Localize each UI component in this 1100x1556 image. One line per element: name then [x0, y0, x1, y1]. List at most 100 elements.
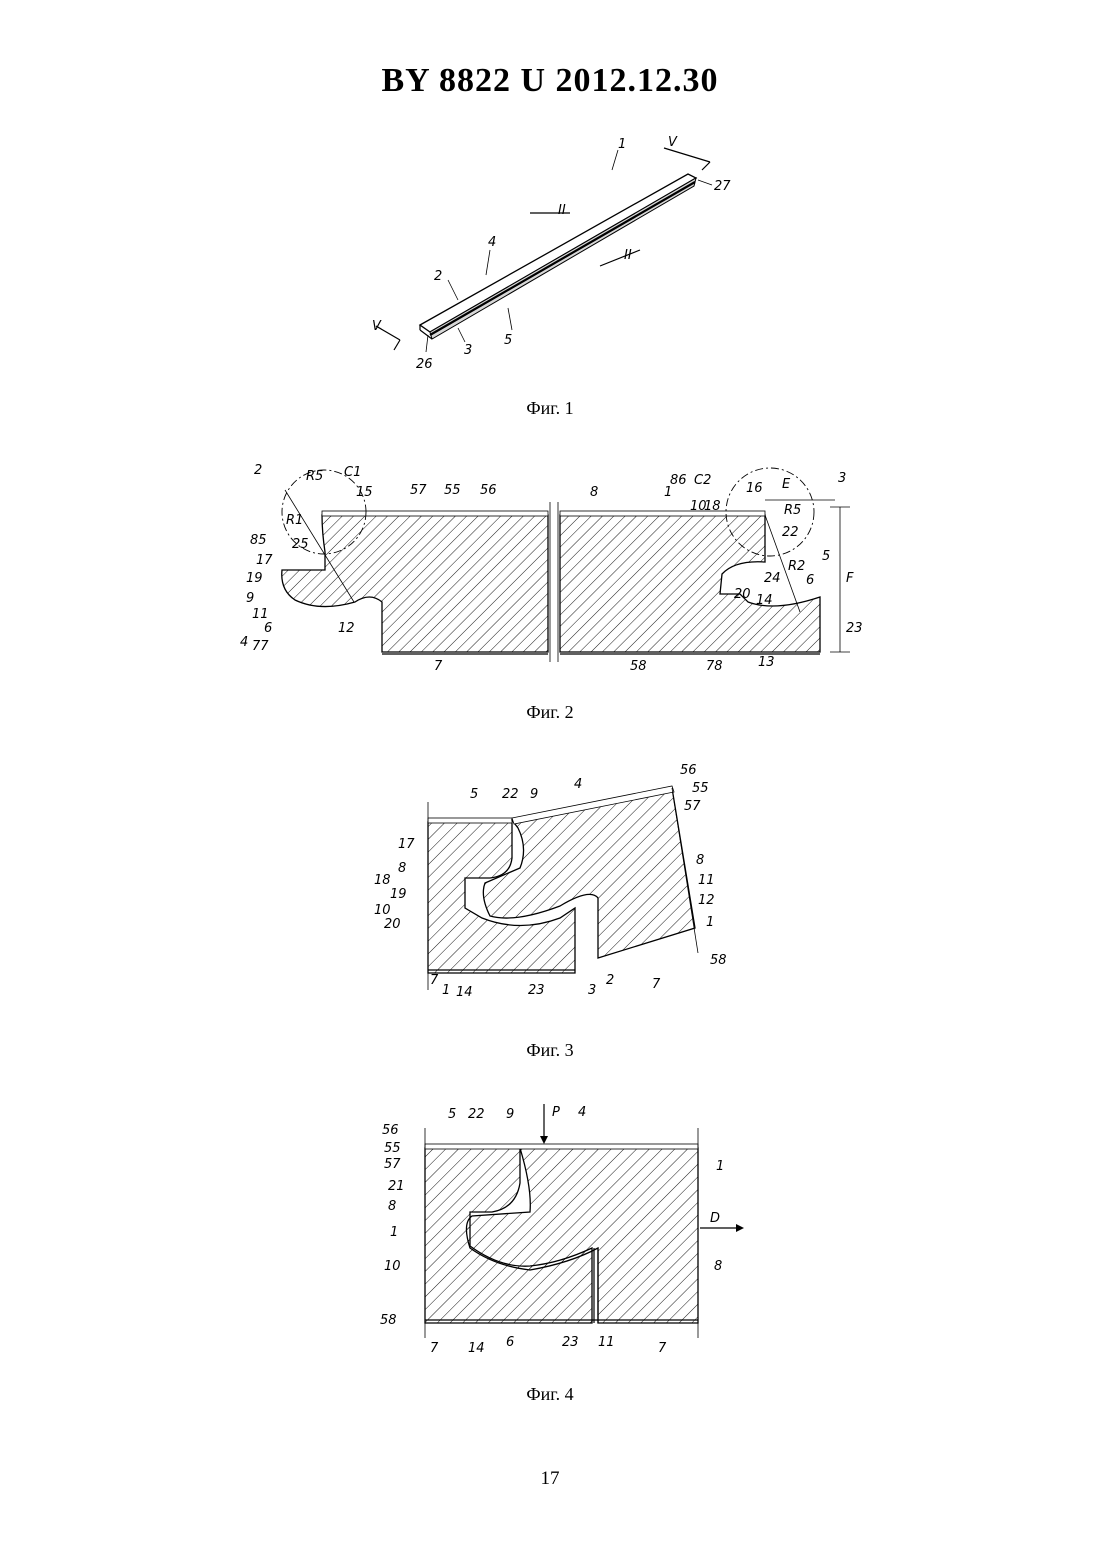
reference-numeral-label: 8 [398, 861, 406, 876]
reference-numeral-label: 22 [468, 1107, 485, 1122]
figure-2-drawing: 2 R5 C1 15 57 55 56 8 1 86 C2 10 18 16 E… [0, 462, 1100, 672]
reference-numeral-label: 3 [838, 471, 846, 486]
reference-numeral-label: 6 [806, 573, 814, 588]
reference-numeral-label: R5 [306, 469, 323, 484]
figure-2-caption: Фиг. 2 [0, 702, 1100, 723]
reference-numeral-label: 8 [714, 1259, 722, 1274]
reference-numeral-label: 10 [384, 1259, 401, 1274]
reference-numeral-label: 1 [390, 1225, 398, 1240]
reference-numeral-label: 4 [240, 635, 248, 650]
reference-numeral-label: 12 [338, 621, 355, 636]
joined-panels [425, 1144, 698, 1323]
fig1-label: II [624, 248, 632, 263]
reference-numeral-label: 10 [374, 903, 391, 918]
reference-numeral-label: 14 [456, 985, 473, 1000]
reference-numeral-label: 11 [698, 873, 715, 888]
reference-numeral-label: 15 [356, 485, 373, 500]
reference-numeral-label: 12 [698, 893, 715, 908]
reference-numeral-label: 9 [246, 591, 254, 606]
reference-numeral-label: 77 [252, 639, 269, 654]
reference-numeral-label: 2 [606, 973, 614, 988]
reference-numeral-label: 14 [468, 1341, 485, 1356]
reference-numeral-label: 58 [380, 1313, 397, 1328]
reference-numeral-label: 13 [758, 655, 775, 670]
fig1-label: 2 [434, 269, 442, 284]
reference-numeral-label: 11 [598, 1335, 615, 1350]
reference-numeral-label: 55 [384, 1141, 401, 1156]
reference-numeral-label: 4 [574, 777, 582, 792]
reference-numeral-label: 3 [588, 983, 596, 998]
reference-numeral-label: 11 [252, 607, 269, 622]
reference-numeral-label: F [846, 571, 854, 586]
figure-3-caption: Фиг. 3 [0, 1040, 1100, 1061]
reference-numeral-label: 21 [388, 1179, 405, 1194]
reference-numeral-label: 7 [434, 659, 443, 672]
reference-numeral-label: C1 [344, 465, 361, 480]
reference-numeral-label: 55 [692, 781, 709, 796]
reference-numeral-label: 56 [382, 1123, 399, 1138]
figure-4-drawing: P 4 56 5 22 9 55 57 1 21 8 1 D 10 8 58 7… [0, 1098, 1100, 1358]
reference-numeral-label: 20 [734, 587, 751, 602]
reference-numeral-label: 55 [444, 483, 461, 498]
fig1-label: 1 [618, 137, 626, 152]
reference-numeral-label: 5 [822, 549, 830, 564]
plank-perspective [420, 174, 696, 339]
section-markers [376, 148, 710, 350]
reference-numeral-label: 5 [448, 1107, 456, 1122]
fig1-label: 5 [504, 333, 512, 348]
fig1-label: 26 [416, 357, 433, 372]
page-number: 17 [0, 1468, 1100, 1490]
fig1-label: V [668, 135, 678, 150]
fig1-label: 27 [714, 179, 731, 194]
reference-numeral-label: 7 [430, 1341, 439, 1356]
reference-numeral-label: P [552, 1105, 560, 1120]
reference-numeral-label: 23 [562, 1335, 579, 1350]
reference-numeral-label: 1 [442, 983, 450, 998]
reference-numeral-label: 1 [706, 915, 714, 930]
reference-numeral-label: 22 [502, 787, 519, 802]
reference-numeral-label: 9 [530, 787, 538, 802]
reference-numeral-label: 56 [480, 483, 497, 498]
reference-numeral-label: 9 [506, 1107, 514, 1122]
reference-numeral-label: C2 [694, 473, 711, 488]
reference-numeral-label: 58 [710, 953, 727, 968]
reference-numeral-label: 78 [706, 659, 723, 672]
fig1-label: 4 [488, 235, 496, 250]
reference-numeral-label: 18 [374, 873, 391, 888]
reference-numeral-label: 7 [658, 1341, 667, 1356]
reference-numeral-label: 23 [528, 983, 545, 998]
reference-numeral-label: 57 [384, 1157, 401, 1172]
reference-numeral-label: 7 [430, 973, 439, 988]
reference-numeral-label: D [710, 1211, 720, 1226]
reference-numeral-label: 17 [398, 837, 415, 852]
reference-numeral-label: 7 [652, 977, 661, 992]
reference-numeral-label: 8 [696, 853, 704, 868]
reference-numeral-label: 8 [388, 1199, 396, 1214]
reference-numeral-label: 17 [256, 553, 273, 568]
figure-3-drawing: 56 55 57 5 22 9 4 17 8 8 18 19 10 20 11 … [0, 758, 1100, 1008]
reference-numeral-label: 19 [246, 571, 263, 586]
panel-section-right [560, 511, 820, 654]
figure-1-drawing: 1 V 27 II 4 II 2 V 26 3 5 [0, 130, 1100, 380]
reference-numeral-label: 85 [250, 533, 267, 548]
reference-numeral-label: 19 [390, 887, 407, 902]
reference-numeral-label: 22 [782, 525, 799, 540]
figure-4-caption: Фиг. 4 [0, 1384, 1100, 1405]
document-header: BY 8822 U 2012.12.30 [0, 62, 1100, 100]
reference-numeral-label: R2 [788, 559, 805, 574]
reference-numeral-label: R5 [784, 503, 801, 518]
reference-numeral-label: 24 [764, 571, 781, 586]
fig1-label: 3 [464, 343, 472, 358]
reference-numeral-label: E [782, 477, 791, 492]
reference-numeral-label: 4 [578, 1105, 586, 1120]
reference-numeral-label: 1 [716, 1159, 724, 1174]
reference-numeral-label: 20 [384, 917, 401, 932]
reference-numeral-label: 6 [506, 1335, 514, 1350]
reference-numeral-label: 57 [410, 483, 427, 498]
reference-numeral-label: 25 [292, 537, 309, 552]
reference-numeral-label: 86 [670, 473, 687, 488]
reference-numeral-label: 8 [590, 485, 598, 500]
panel-section-left [282, 511, 548, 654]
reference-numeral-label: R1 [286, 513, 303, 528]
fig1-label: II [558, 203, 566, 218]
